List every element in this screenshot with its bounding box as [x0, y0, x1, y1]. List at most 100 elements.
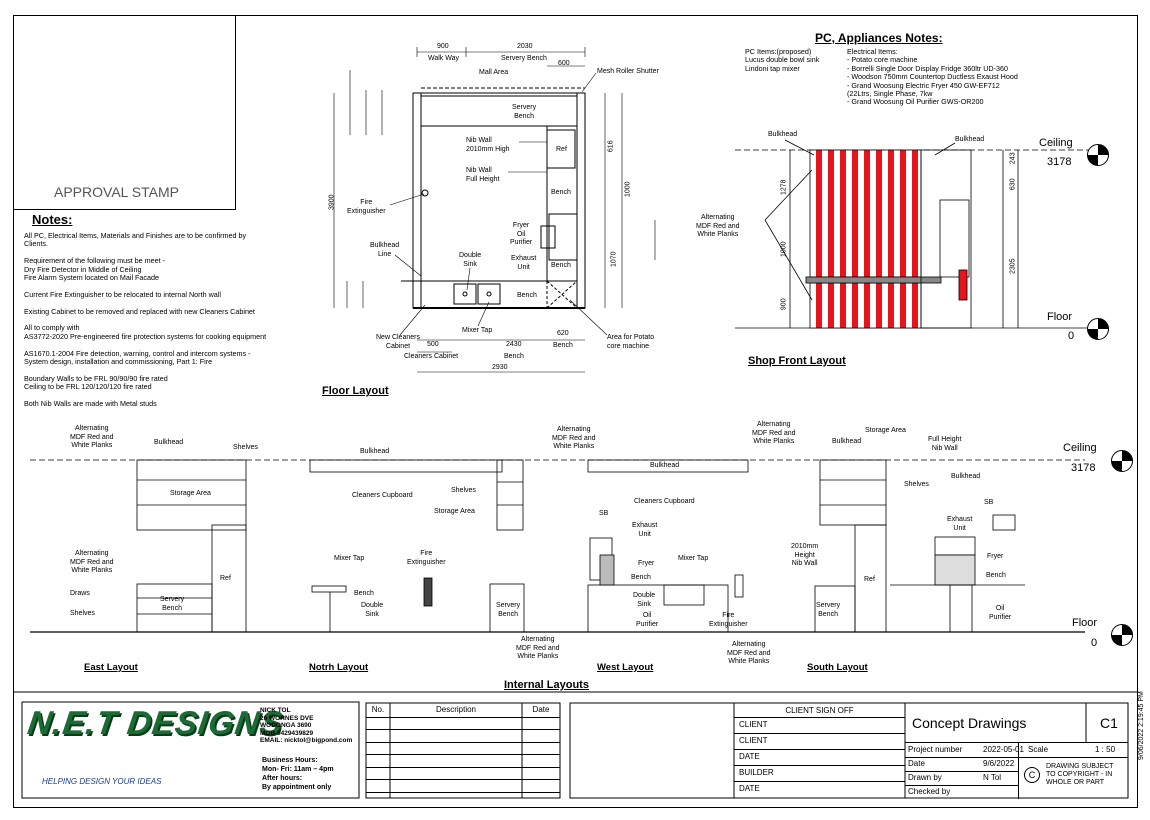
project-info-row	[905, 771, 1018, 772]
electrical-item: - Grand Woosung Oil Purifier GWS-OR200	[847, 97, 984, 107]
internal-floor-label: Floor	[1072, 617, 1098, 629]
floor-dim-500: 500	[427, 341, 439, 348]
electrical-item: (22Ltrs, Single Phase, 7kw	[847, 89, 933, 99]
floor-dim-1000a: 1000	[624, 181, 632, 198]
signoff-row	[734, 717, 905, 718]
contact-line: EMAIL: nicktol@bigpond.com	[260, 737, 353, 745]
shopfront-dim-900: 900	[780, 298, 788, 311]
scale-value: 1 : 50	[1095, 745, 1116, 754]
floor-dim-2030: 2030	[517, 43, 533, 50]
south-ref-label: Ref	[864, 576, 875, 583]
east-shelves-label: Shelves	[233, 444, 258, 451]
notes-list: All PC, Electrical Items, Materials and …	[24, 231, 266, 409]
company-tagline: HELPING DESIGN YOUR IDEAS	[42, 777, 162, 786]
revision-row	[366, 779, 560, 780]
notes-line: Clients.	[24, 239, 48, 249]
project-info-label: Checked by	[908, 787, 951, 796]
shopfront-dim-630: 630	[1009, 178, 1017, 191]
electrical-item: - Woodson 750mm Countertop Ductless Exau…	[847, 72, 1018, 82]
project-info-row	[905, 757, 1018, 758]
pc-notes-title: PC, Appliances Notes:	[815, 31, 943, 45]
notes-line: Current Fire Extinguisher to be relocate…	[24, 289, 221, 299]
shopfront-ceiling-label: Ceiling	[1039, 137, 1073, 149]
shopfront-dim-1000: 1000	[780, 241, 788, 258]
east-ref-label: Ref	[220, 575, 231, 582]
shop-front-layout	[735, 139, 1090, 329]
floor-dim-servery-bench: Servery Bench	[501, 55, 547, 62]
scale-divider	[1018, 757, 1128, 758]
north-cleaners-cupboard: Cleaners Cupboard	[352, 492, 413, 499]
internal-ceiling-value: 3178	[1071, 462, 1096, 474]
pc-item: PC Items:(proposed)	[745, 47, 812, 56]
floor-layout-title: Floor Layout	[322, 385, 389, 397]
west-mixer-tap: Mixer Tap	[678, 555, 709, 562]
floor-dim-2430: 2430	[506, 341, 522, 348]
drawing-title: Concept Drawings	[912, 715, 1027, 731]
hours-line: After hours:	[262, 775, 303, 782]
revision-header: No.	[371, 705, 385, 714]
project-info-row	[905, 785, 1018, 786]
notes-line: All PC, Electrical Items, Materials and …	[24, 231, 247, 240]
shopfront-floor-label: Floor	[1047, 311, 1073, 323]
floor-layout	[333, 47, 656, 373]
signoff-row	[734, 749, 905, 750]
floor-ref-label: Ref	[556, 146, 567, 153]
hours-line: By appointment only	[262, 784, 332, 791]
east-draws-label: Draws	[70, 590, 90, 597]
revision-row	[366, 766, 560, 768]
hours-line: Business Hours:	[262, 757, 318, 764]
east-layout-title: East Layout	[84, 662, 138, 673]
internal-layouts	[30, 459, 1085, 633]
south-bench: Bench	[986, 572, 1006, 579]
north-bulkhead-label: Bulkhead	[360, 448, 390, 455]
floor-dim-3900: 3900	[328, 194, 336, 211]
north-mixer-tap: Mixer Tap	[334, 555, 365, 562]
floor-dim-1070: 1070	[610, 251, 618, 268]
signoff-row	[734, 781, 905, 782]
electrical-items-list: Electrical Items:- Potato core machine- …	[847, 47, 1018, 107]
west-bulkhead-label: Bulkhead	[650, 462, 680, 469]
project-info-value: N Tol	[983, 773, 1002, 782]
contact-line: 26 WORNES DVE	[260, 714, 314, 722]
south-shelves-label: Shelves	[904, 481, 929, 488]
signoff-row	[734, 733, 905, 734]
east-bulkhead-label: Bulkhead	[154, 439, 184, 446]
print-timestamp: 9/06/2022 2:19:45 PM	[1138, 691, 1145, 760]
east-shelves2-label: Shelves	[70, 610, 95, 617]
company-logo: N.E.T DESIGNS	[25, 704, 286, 741]
signoff-label: BUILDER	[739, 768, 774, 777]
shopfront-dim-2305: 2305	[1009, 258, 1017, 275]
pc-item: Lindoni tap mixer	[745, 63, 800, 73]
south-layout-title: South Layout	[807, 662, 868, 673]
electrical-item: - Potato core machine	[847, 55, 918, 65]
floor-dim-bench-lbl: Bench	[504, 353, 524, 360]
notes-line: Fire Alarm System located on Mail Facade	[24, 273, 160, 283]
floor-dim-bench-lbl2: Bench	[553, 342, 573, 349]
signoff-row	[734, 765, 905, 766]
contact-line: NICK TOL	[260, 707, 291, 714]
revision-row	[366, 791, 560, 793]
revision-row	[366, 741, 560, 743]
contact-line: MOB 0429439829	[260, 729, 314, 737]
notes-line: Dry Fire Detector in Middle of Ceiling	[24, 264, 142, 274]
west-cleaners-cupboard: Cleaners Cupboard	[634, 498, 695, 505]
revision-row	[366, 754, 560, 755]
shopfront-title: Shop Front Layout	[748, 355, 846, 367]
